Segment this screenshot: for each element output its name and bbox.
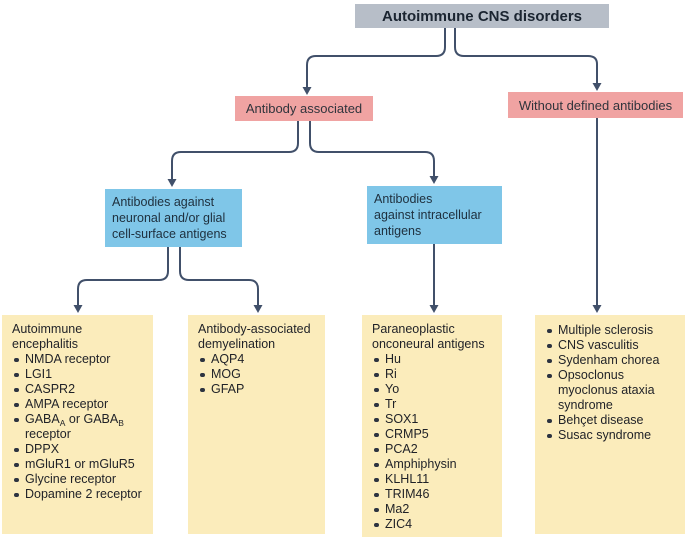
connector-root-to-without-antibodies <box>454 28 598 84</box>
connector-to-encephalitis <box>77 247 169 306</box>
list-item: SOX1 <box>372 412 497 427</box>
list-item: Dopamine 2 receptor <box>12 487 148 502</box>
connector-to-surface-antigens <box>171 121 299 180</box>
list-item: AMPA receptor <box>12 397 148 412</box>
connector-to-demyelination <box>179 247 259 306</box>
leaf-title: Paraneoplastic onconeural antigens <box>372 322 485 351</box>
leaf-item-list: NMDA receptor LGI1 CASPR2 AMPA receptor … <box>12 352 148 502</box>
list-item: Tr <box>372 397 497 412</box>
list-item: ZIC4 <box>372 517 497 532</box>
list-item: Yo <box>372 382 497 397</box>
list-item: Opsoclonus myoclonus ataxia syndrome <box>545 368 680 413</box>
list-item: Sydenham chorea <box>545 353 680 368</box>
list-item: Behçet disease <box>545 413 680 428</box>
list-item: Multiple sclerosis <box>545 323 680 338</box>
list-item: MOG <box>198 367 320 382</box>
list-item: KLHL11 <box>372 472 497 487</box>
leaf-item-list: Hu Ri Yo Tr SOX1 CRMP5 PCA2 Amphiphysin … <box>372 352 497 532</box>
list-item: Susac syndrome <box>545 428 680 443</box>
list-item: mGluR1 or mGluR5 <box>12 457 148 472</box>
branch-antibody-associated-label: Antibody associated <box>245 101 363 116</box>
list-item: Ri <box>372 367 497 382</box>
leaf-item-list: Multiple sclerosis CNS vasculitis Sydenh… <box>545 323 680 443</box>
arrowhead-paraneoplastic <box>429 305 439 313</box>
leaf-item-list: AQP4 MOG GFAP <box>198 352 320 397</box>
branch-without-antibodies-label: Without defined antibodies <box>518 97 673 113</box>
node-surface-antigens-line: cell-surface antigens <box>112 227 227 241</box>
node-surface-antigens: Antibodies against neuronal and/or glial… <box>105 189 242 247</box>
list-item: TRIM46 <box>372 487 497 502</box>
node-intracellular-antigens-line: against intracellular <box>374 208 482 222</box>
list-item: GFAP <box>198 382 320 397</box>
list-item: Amphiphysin <box>372 457 497 472</box>
list-item: DPPX <box>12 442 148 457</box>
node-surface-antigens-line: neuronal and/or glial <box>112 211 226 225</box>
leaf-without-defined-antibody-disorders: Multiple sclerosis CNS vasculitis Sydenh… <box>535 315 685 534</box>
root-node-label: Autoimmune CNS disorders <box>381 7 583 25</box>
branch-antibody-associated: Antibody associated <box>235 96 373 121</box>
connector-to-intracellular-antigens <box>309 121 435 177</box>
leaf-title: Antibody-associated demyelination <box>198 322 311 351</box>
list-item: AQP4 <box>198 352 320 367</box>
list-item: PCA2 <box>372 442 497 457</box>
list-item: CRMP5 <box>372 427 497 442</box>
leaf-antibody-associated-demyelination: Antibody-associated demyelination AQP4 M… <box>188 315 325 534</box>
node-surface-antigens-line: Antibodies against <box>112 195 215 209</box>
arrowhead-without-antibodies <box>592 83 602 91</box>
list-item: Ma2 <box>372 502 497 517</box>
node-intracellular-antigens-line: antigens <box>374 224 422 238</box>
leaf-autoimmune-encephalitis: Autoimmune encephalitis NMDA receptor LG… <box>2 315 153 534</box>
list-item: NMDA receptor <box>12 352 148 367</box>
arrowhead-surface-antigens <box>167 179 177 187</box>
list-item: Glycine receptor <box>12 472 148 487</box>
list-item: CNS vasculitis <box>545 338 680 353</box>
arrowhead-antibody-associated <box>302 87 312 95</box>
node-intracellular-antigens: Antibodies against intracellular antigen… <box>367 186 502 244</box>
list-item: LGI1 <box>12 367 148 382</box>
leaf-title: Autoimmune encephalitis <box>12 322 83 351</box>
arrowhead-encephalitis <box>73 305 83 313</box>
connector-root-to-antibody-associated <box>306 28 446 88</box>
arrowhead-demyelination <box>253 305 263 313</box>
arrowhead-no-antibody-leaf <box>592 305 602 313</box>
root-node-autoimmune-cns-disorders: Autoimmune CNS disorders <box>355 4 609 28</box>
branch-without-defined-antibodies: Without defined antibodies <box>508 92 683 118</box>
list-item: Hu <box>372 352 497 367</box>
list-item: CASPR2 <box>12 382 148 397</box>
node-intracellular-antigens-line: Antibodies <box>374 192 433 206</box>
leaf-paraneoplastic-onconeural: Paraneoplastic onconeural antigens Hu Ri… <box>362 315 502 537</box>
arrowhead-intracellular-antigens <box>429 176 439 184</box>
